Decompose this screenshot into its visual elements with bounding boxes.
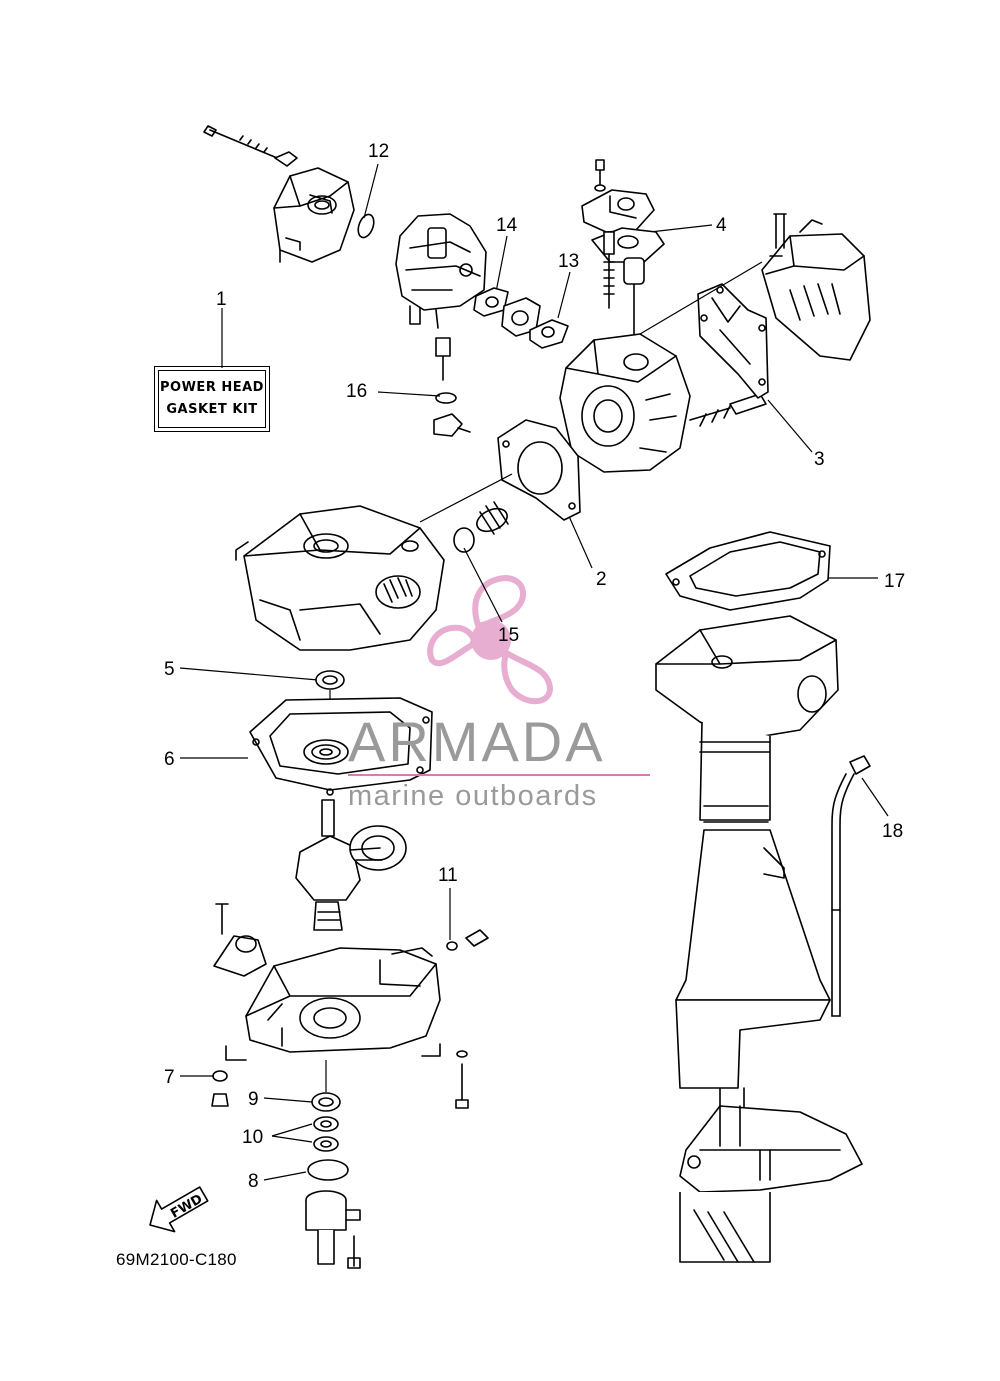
fwd-arrow-icon: FWD <box>149 1186 209 1233</box>
diagram-code: 69M2100-C180 <box>116 1250 237 1269</box>
pump-bracket <box>213 903 267 977</box>
callout-14: 14 <box>496 215 518 236</box>
callout-10: 10 <box>242 1127 264 1148</box>
callout-2: 2 <box>596 569 607 590</box>
oil-seal-10a <box>313 1116 339 1132</box>
callout-15: 15 <box>498 625 520 646</box>
o-ring-15 <box>453 527 475 553</box>
gasket-2 <box>497 419 581 521</box>
rear-cover-assembly <box>203 125 355 263</box>
gasket-4 <box>591 227 665 263</box>
watermark-divider <box>348 774 650 776</box>
drain-fitting <box>433 413 463 437</box>
gasket-13 <box>529 319 569 349</box>
callout-1: 1 <box>216 289 227 310</box>
gasket-kit-label: POWER HEAD GASKET KIT <box>154 366 270 432</box>
bolt-11 <box>446 929 489 951</box>
upper-casing <box>655 615 839 1089</box>
o-ring-8 <box>307 1159 349 1181</box>
oil-seal-5 <box>315 670 345 690</box>
callout-18: 18 <box>882 821 904 842</box>
crankshaft-piston <box>295 799 407 931</box>
callout-8: 8 <box>248 1171 259 1192</box>
callout-6: 6 <box>164 749 175 770</box>
oil-seal-plug <box>476 501 509 535</box>
main-bearing <box>303 739 349 765</box>
washer-7 <box>212 1070 228 1082</box>
oil-seal-10b <box>313 1136 339 1152</box>
o-ring-12 <box>357 213 375 239</box>
cable-18 <box>831 755 871 1017</box>
oil-seal-housing <box>305 1190 361 1269</box>
watermark-brand: ARMADA <box>348 710 606 773</box>
o-ring-16 <box>435 392 457 404</box>
callout-13: 13 <box>558 251 580 272</box>
carburetor <box>395 213 487 381</box>
cylinder-block <box>235 505 445 651</box>
cylinder-head <box>559 333 767 473</box>
callout-4: 4 <box>716 215 727 236</box>
propeller-icon <box>427 574 554 705</box>
callout-16: 16 <box>346 381 368 402</box>
watermark-tagline: marine outboards <box>348 780 598 812</box>
kit-label-line1: POWER HEAD <box>160 380 264 395</box>
oil-seal-9 <box>311 1092 341 1112</box>
callout-5: 5 <box>164 659 175 680</box>
gasket-17 <box>665 531 831 611</box>
callout-11: 11 <box>438 865 458 886</box>
gearcase <box>679 1087 863 1263</box>
kit-label-line2: GASKET KIT <box>166 402 258 417</box>
callout-9: 9 <box>248 1089 259 1110</box>
gasket-3 <box>697 283 769 399</box>
callout-17: 17 <box>884 571 906 592</box>
bolt-7 <box>211 1093 229 1107</box>
exhaust-cover <box>761 213 871 361</box>
callout-12: 12 <box>368 141 390 162</box>
crankcase <box>225 947 441 1061</box>
callout-3: 3 <box>814 449 825 470</box>
leader-lines <box>179 163 889 1181</box>
thermostat-cover <box>581 159 655 233</box>
callout-7: 7 <box>164 1067 175 1088</box>
